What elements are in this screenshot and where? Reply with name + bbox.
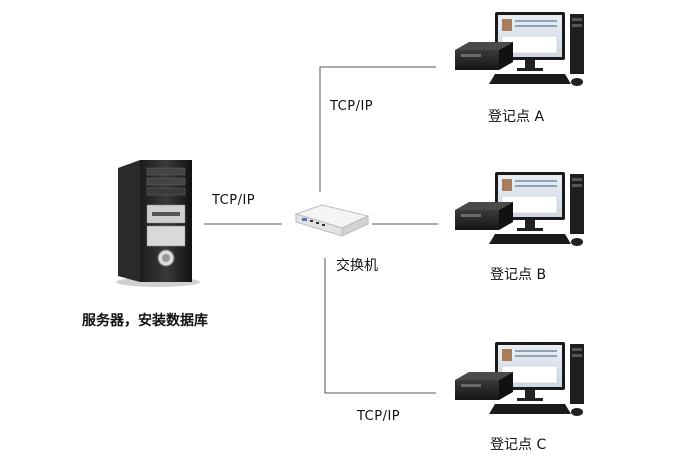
connection-lines (204, 66, 438, 394)
network-switch-icon (294, 204, 370, 237)
link-label-switch-bottom: TCP/IP (357, 409, 401, 424)
station-label-a: 登记点 A (488, 109, 545, 125)
station-label-c: 登记点 C (490, 437, 547, 453)
server-label: 服务器，安装数据库 (82, 313, 208, 329)
link-switch-station-c (324, 258, 436, 394)
workstation-icon-c (455, 342, 584, 416)
workstation-icon-a (455, 12, 584, 86)
link-label-switch-top: TCP/IP (330, 99, 374, 114)
workstation-icon-b (455, 172, 584, 246)
link-label-server-switch: TCP/IP (212, 193, 256, 208)
switch-label: 交换机 (336, 258, 378, 274)
station-label-b: 登记点 B (490, 267, 547, 283)
server-tower-icon (116, 160, 200, 287)
link-switch-station-a (319, 66, 436, 192)
